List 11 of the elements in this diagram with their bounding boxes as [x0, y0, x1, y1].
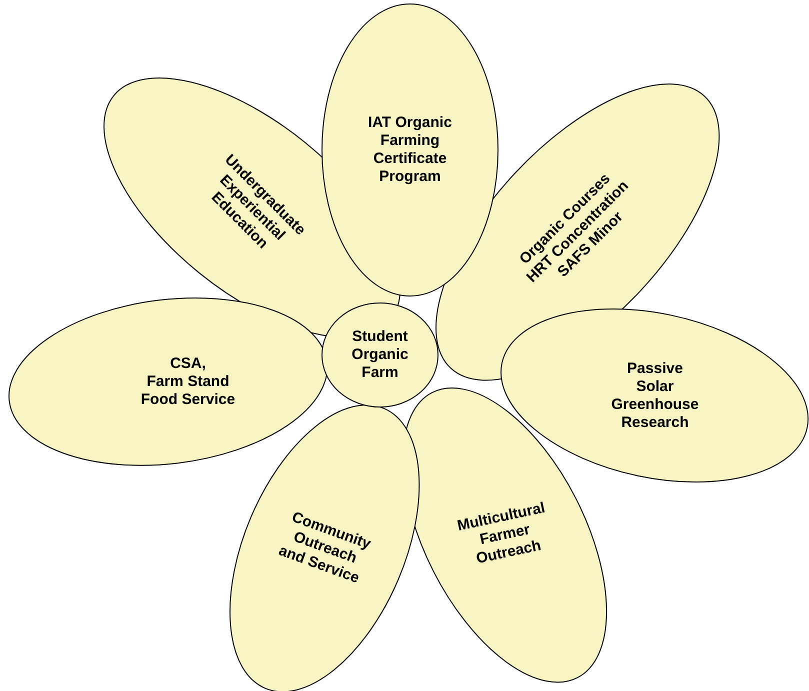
petal-label: IAT Organic Farming Certificate Program: [368, 114, 452, 186]
petal-label: Passive Solar Greenhouse Research: [610, 360, 700, 432]
center-label: Student Organic Farm: [350, 328, 410, 382]
petal-label: Farm Stand Food Service: [140, 372, 236, 409]
petal-shape: [322, 4, 498, 296]
petal-shape: [8, 298, 328, 466]
petal-shape: [230, 404, 420, 691]
petal-shape: [403, 388, 607, 682]
petal-label: CSA,: [169, 354, 207, 373]
petal-shape: [501, 309, 809, 482]
center-circle: [322, 303, 438, 407]
